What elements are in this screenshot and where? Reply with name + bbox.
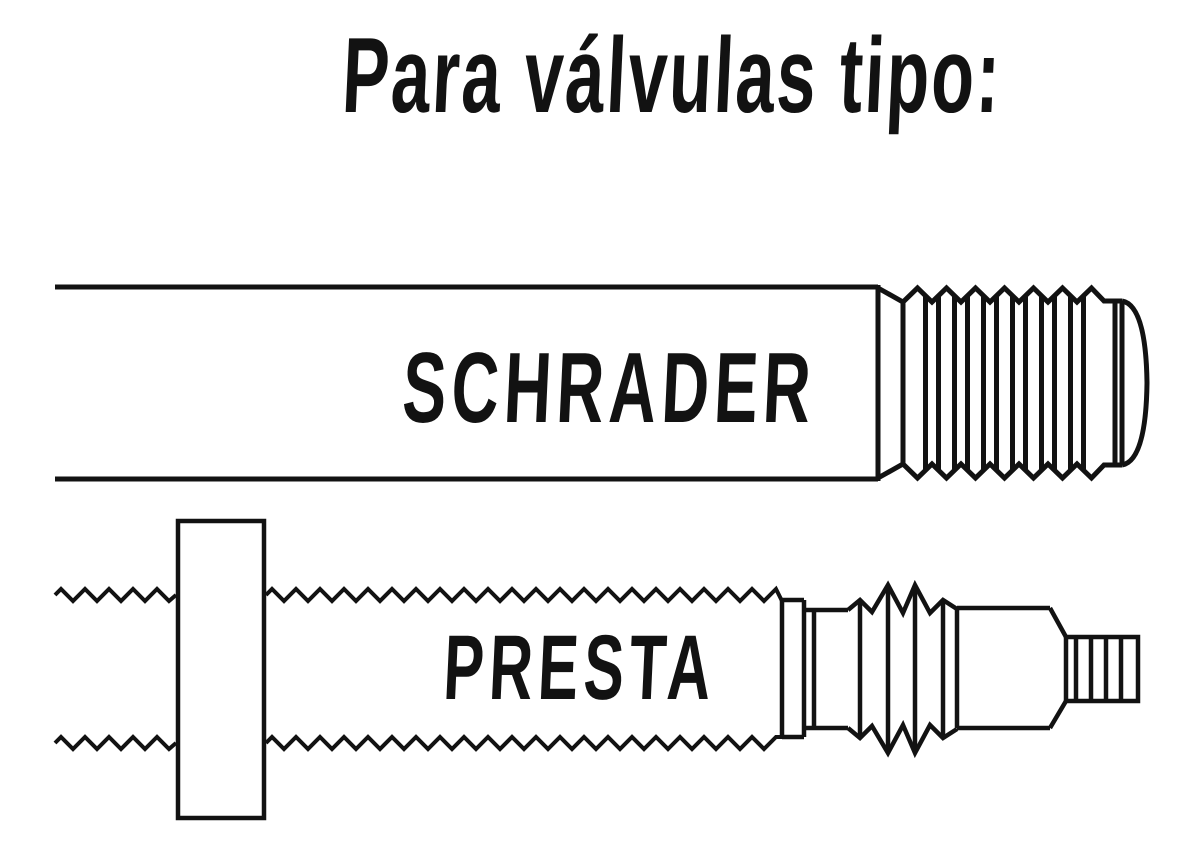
presta-collar	[779, 597, 848, 740]
schrader-cap	[1119, 298, 1150, 468]
presta-stem-zigzag-bottom-left	[53, 734, 178, 752]
presta-tip	[1063, 634, 1141, 704]
presta-tip-threads	[1073, 637, 1124, 701]
presta-bellows-top	[846, 579, 959, 619]
presta-bellows-flanks	[857, 585, 946, 753]
presta-stem-zigzag-top-right	[264, 585, 784, 604]
presta-stem-zigzag-bottom-right	[264, 734, 782, 752]
presta-cylinder	[954, 605, 1068, 731]
presta-valve-drawing	[53, 518, 1141, 821]
presta-stem-zigzag-top-left	[53, 586, 178, 604]
presta-rim-nut	[175, 518, 267, 821]
presta-bellows-bottom	[846, 719, 959, 759]
schrader-valve-drawing	[55, 284, 1150, 482]
schrader-thread-flanks	[900, 295, 1118, 471]
